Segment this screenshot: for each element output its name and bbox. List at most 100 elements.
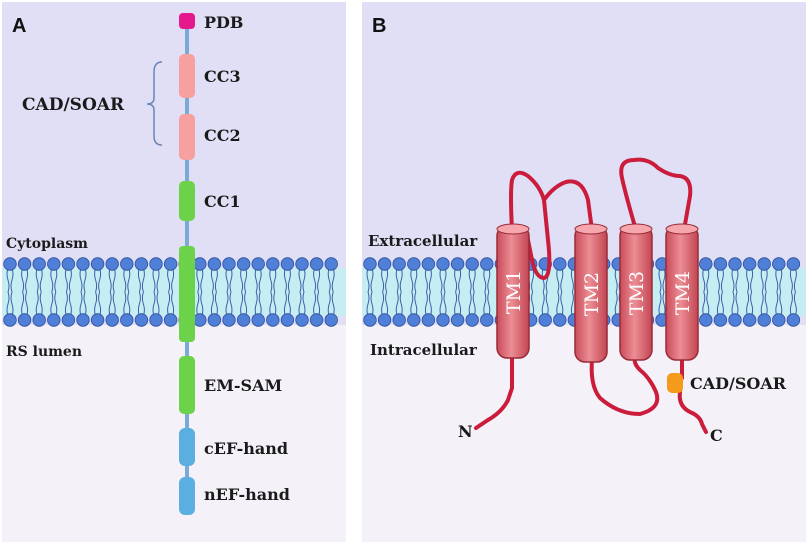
lipid-head — [207, 313, 222, 327]
c-terminus-label: C — [710, 426, 723, 445]
cc2-domain — [179, 114, 195, 160]
lipid-tail — [152, 267, 160, 317]
lipid-head — [193, 257, 207, 271]
lipid-tail — [137, 267, 145, 317]
lipid-head — [377, 313, 392, 327]
n-terminal-tail — [474, 350, 514, 430]
lipid-head — [480, 313, 494, 327]
lipid-tail — [313, 267, 321, 317]
lipid-tail — [658, 267, 666, 317]
lipid-tail — [240, 267, 248, 317]
lipid-head — [149, 313, 163, 327]
cad-soar-bracket-label: CAD/SOAR — [22, 95, 125, 115]
c-terminal-tail — [677, 390, 708, 434]
lipid-tail — [541, 267, 549, 317]
cc3-label: CC3 — [204, 67, 241, 86]
lipid-head — [134, 313, 149, 327]
lipid-head — [3, 257, 17, 271]
lipid-head — [465, 257, 479, 271]
lipid-tail — [79, 267, 87, 317]
lipid-tail — [108, 267, 116, 317]
lipid-head — [728, 313, 742, 327]
intracellular-label: Intracellular — [370, 341, 478, 359]
lipid-head — [553, 257, 567, 271]
cad-soar-site — [667, 373, 683, 393]
lipid-head — [772, 313, 786, 327]
lipid-head — [120, 257, 134, 271]
panel-b: B Extracellular Intracellular TM1 TM2 — [362, 2, 806, 542]
lipid-head — [324, 313, 338, 327]
lipid-tail — [424, 267, 432, 317]
lipid-tail — [468, 267, 476, 317]
lipid-head — [757, 313, 771, 327]
tm1-inner-loop — [524, 198, 552, 281]
cytoplasm-label: Cytoplasm — [6, 236, 88, 252]
lipid-tail — [716, 267, 724, 317]
lipid-tail — [746, 267, 754, 317]
lipid-head — [450, 313, 465, 327]
membrane-a — [2, 257, 346, 327]
lipid-head — [32, 257, 46, 271]
pdb-domain — [179, 13, 195, 29]
lipid-tail — [410, 267, 418, 317]
lipid-head — [392, 257, 406, 271]
tm3-tm4-loop — [619, 157, 693, 232]
lipid-head — [222, 313, 236, 327]
lipid-tail — [454, 267, 462, 317]
lipid-head — [90, 313, 105, 327]
cad-soar-bracket — [146, 61, 163, 146]
lipid-head — [465, 313, 479, 327]
lumen-region — [2, 325, 346, 542]
cc3-domain — [179, 54, 195, 98]
lipid-tail — [94, 267, 102, 317]
lipid-head — [786, 313, 801, 327]
lipid-head — [757, 257, 771, 271]
lipid-head — [3, 313, 17, 327]
lipid-head — [47, 313, 61, 327]
lipid-tail — [789, 267, 797, 317]
lipid-head — [772, 257, 786, 271]
lipid-tail — [35, 267, 43, 317]
lipid-head — [407, 257, 421, 271]
lipid-head — [728, 257, 742, 271]
lipid-head — [392, 313, 406, 327]
lipid-head — [207, 257, 222, 271]
lipid-head — [280, 313, 295, 327]
cc1-domain — [179, 181, 195, 221]
lipid-tail — [269, 267, 277, 317]
lipid-head — [295, 257, 309, 271]
lipid-head — [324, 257, 338, 271]
helix-tm2: TM2 — [574, 223, 608, 363]
lipid-head — [149, 257, 163, 271]
lipid-head — [363, 313, 377, 327]
helix-tm3: TM3 — [619, 223, 653, 361]
tm2-tm3-loop — [589, 354, 660, 417]
cc1-label: CC1 — [204, 192, 241, 211]
tm4-label: TM4 — [672, 271, 694, 315]
lipid-head — [222, 257, 236, 271]
lipid-head — [17, 257, 32, 271]
lipid-head — [742, 257, 757, 271]
lipid-head — [377, 257, 392, 271]
lipid-tail — [327, 267, 335, 317]
nef-hand-domain — [179, 477, 195, 515]
lipid-tail — [225, 267, 233, 317]
tm1-cap — [496, 223, 530, 235]
lipid-head — [266, 313, 280, 327]
lipid-head — [61, 257, 76, 271]
lipid-head — [295, 313, 309, 327]
lipid-head — [713, 257, 728, 271]
lipid-head — [309, 313, 324, 327]
lipid-head — [280, 257, 295, 271]
lipid-tail — [167, 267, 175, 317]
lipid-head — [47, 257, 61, 271]
lipid-head — [436, 313, 450, 327]
panel-b-letter: B — [372, 15, 386, 37]
lipid-tail — [381, 267, 389, 317]
tm3-label: TM3 — [626, 271, 648, 315]
lipid-tail — [731, 267, 739, 317]
lipid-head — [407, 313, 421, 327]
tm2-cap — [574, 223, 608, 235]
